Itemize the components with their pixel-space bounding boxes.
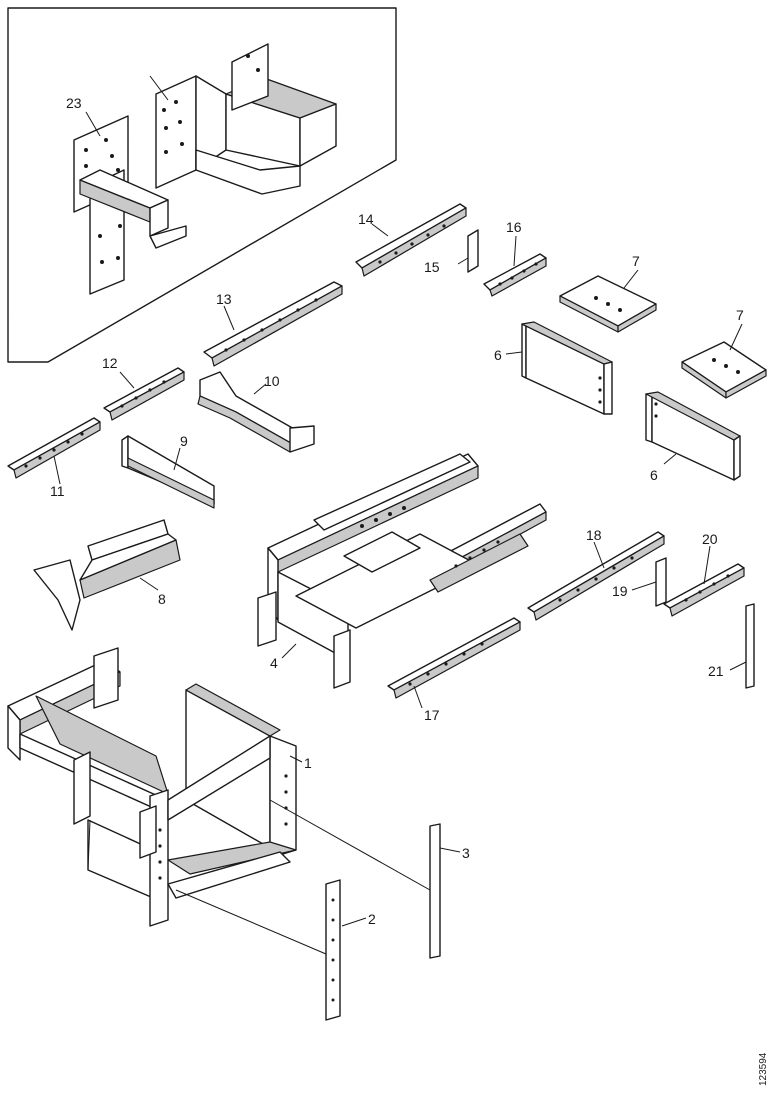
alignment-lines: [87, 799, 431, 955]
callout-4: 4: [270, 655, 278, 671]
part-7-lower-plate: [681, 341, 767, 399]
callout-22: 23: [66, 95, 82, 111]
callout-16: 16: [506, 219, 522, 235]
part-21-strip: [745, 603, 755, 689]
callout-8: 8: [158, 591, 166, 607]
part-22-bracket: [73, 115, 187, 295]
part-6-upper-panel: [521, 321, 613, 415]
part-9-channel: [121, 435, 215, 509]
callout-17: 17: [424, 707, 440, 723]
callout-10: 10: [264, 373, 280, 389]
part-23-mount: [155, 43, 337, 195]
callout-18: 18: [586, 527, 602, 543]
callout-11: 11: [50, 483, 65, 499]
part-14-rail: [355, 203, 467, 277]
part-17-rail: [387, 617, 521, 699]
part-8-bracket-assembly: [33, 519, 181, 631]
part-13-rail: [203, 281, 343, 367]
callout-15: 15: [424, 259, 440, 275]
callout-20: 20: [702, 531, 718, 547]
document-number: 123594: [758, 1052, 769, 1086]
callout-6-lower: 6: [650, 467, 658, 483]
callout-14: 14: [358, 211, 374, 227]
callout-1: 1: [304, 755, 312, 771]
callout-9: 9: [180, 433, 188, 449]
callout-labels: 23 14 15 16 7 7 6 6 13 12 10 11 9 8 4 17…: [50, 95, 744, 927]
part-16-rail: [483, 253, 547, 297]
part-19-plate: [655, 557, 667, 607]
callout-21: 21: [708, 663, 724, 679]
part-12-rail: [103, 367, 185, 421]
part-3-strip: [429, 823, 441, 959]
part-6-lower-panel: [645, 391, 741, 481]
inset-frame: [7, 7, 397, 363]
leader-lines: [53, 75, 747, 927]
part-2-strip: [325, 879, 341, 1021]
part-10-crossmember: [197, 371, 315, 453]
part-15-plate: [467, 229, 479, 273]
callout-13: 13: [216, 291, 232, 307]
callout-19: 19: [612, 583, 628, 599]
callout-7-lower: 7: [736, 307, 744, 323]
part-18-rail: [527, 531, 665, 621]
part-1-rear-frame: [7, 647, 297, 927]
part-11-rail: [7, 417, 101, 479]
callout-6-upper: 6: [494, 347, 502, 363]
part-4-center-frame: [257, 453, 547, 689]
callout-2: 2: [368, 911, 376, 927]
callout-12: 12: [102, 355, 118, 371]
callout-3: 3: [462, 845, 470, 861]
part-7-upper-plate: [559, 275, 657, 333]
callout-7-upper: 7: [632, 253, 640, 269]
part-20-rail: [663, 563, 745, 617]
